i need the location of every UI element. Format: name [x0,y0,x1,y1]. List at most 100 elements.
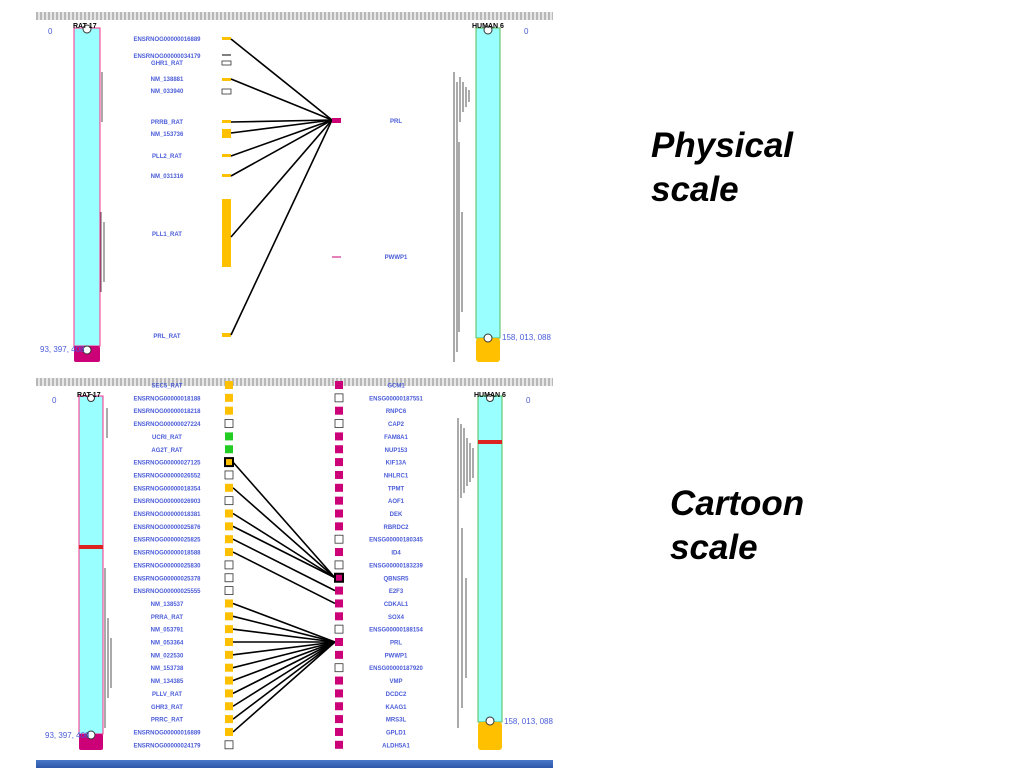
human-gene-box[interactable] [334,534,344,544]
rat-gene-box[interactable] [222,333,231,337]
rat-gene-box[interactable] [222,174,231,177]
caption-line: Cartoon [670,484,805,523]
rat-gene-box[interactable] [224,560,234,570]
rat-gene-box[interactable] [221,88,232,95]
rat-gene-box[interactable] [224,586,234,596]
human-gene-box[interactable] [335,715,343,724]
human-gene-box[interactable] [334,393,344,403]
human-gene-label: TPMT [388,486,405,492]
caption-line: Physical [651,126,794,165]
rat-gene-box[interactable] [225,650,233,659]
human-gene-label: KAAG1 [385,705,407,711]
human-gene-box[interactable] [335,689,343,698]
rat-gene-label: PRRB_RAT [151,120,184,126]
rat-position-marker[interactable] [79,545,103,549]
rat-gene-label: ENSRNOG00000027125 [133,461,201,467]
human-gene-box[interactable] [334,663,344,673]
rat-gene-label: PLL1_RAT [152,232,182,238]
rat-gene-box[interactable] [222,78,231,81]
rat-gene-box[interactable] [224,470,234,480]
rat-end-coordinate: 93, 397, 408 [45,731,90,740]
rat-chromosome[interactable] [73,24,101,362]
rat-gene-box[interactable] [222,120,231,123]
human-gene-box[interactable] [335,727,343,736]
rat-gene-box[interactable] [222,129,231,138]
orthology-link [232,641,336,669]
human-gene-box[interactable] [334,419,344,428]
rat-gene-box[interactable] [225,638,233,646]
rat-gene-box[interactable] [224,457,234,468]
rat-gene-box[interactable] [224,496,234,506]
human-gene-label: ENSG00000187920 [369,666,423,672]
rat-start-coordinate: 0 [48,27,53,36]
rat-gene-box[interactable] [225,522,233,531]
rat-gene-box[interactable] [225,715,233,724]
human-gene-box[interactable] [335,638,343,646]
rat-gene-box[interactable] [225,445,233,454]
rat-gene-box[interactable] [225,432,233,441]
human-gene-box[interactable] [335,381,343,389]
rat-gene-box[interactable] [225,393,233,402]
panel-bottom-scrollbar[interactable] [36,760,553,768]
rat-gene-box[interactable] [224,419,234,428]
human-position-marker[interactable] [478,440,502,444]
human-gene-box[interactable] [335,599,343,608]
human-gene-box[interactable] [334,560,344,570]
human-chromosome[interactable] [475,25,501,362]
rat-gene-label: ENSRNOG00000026552 [133,473,201,479]
rat-gene-label: ENSRNOG00000025876 [133,525,201,531]
human-gene-label: PRL [390,641,402,647]
human-gene-box[interactable] [334,624,344,634]
rat-gene-box[interactable] [225,483,233,492]
rat-gene-box[interactable] [221,60,232,66]
human-gene-box[interactable] [335,509,343,518]
rat-gene-box[interactable] [225,381,233,389]
human-gene-box[interactable] [335,650,343,659]
rat-gene-label: ENSRNOG00000016889 [133,730,201,736]
rat-chromosome-label: RAT 17 [73,23,97,30]
rat-gene-box[interactable] [225,612,233,621]
human-gene-box[interactable] [335,586,343,595]
rat-chromosome[interactable] [78,394,104,751]
rat-gene-box[interactable] [222,37,231,40]
rat-gene-box[interactable] [225,406,233,415]
human-gene-box[interactable] [335,522,343,531]
human-gene-label: RNPC6 [386,409,407,415]
cartoon-synteny-diagram: RAT 17 0 93, 397, 408 HUMAN 6 0 158, 013… [45,381,553,751]
human-gene-box[interactable] [332,118,341,123]
rat-gene-box[interactable] [225,663,233,672]
rat-gene-box[interactable] [222,154,231,157]
rat-gene-box[interactable] [225,702,233,711]
human-gene-box[interactable] [335,406,343,415]
rat-gene-box[interactable] [225,676,233,685]
orthology-links [230,38,333,336]
caption-line: scale [670,528,758,567]
human-gene-box[interactable] [335,740,343,749]
rat-gene-box[interactable] [225,599,233,608]
human-gene-box[interactable] [335,548,343,557]
human-gene-box[interactable] [335,470,343,479]
orthology-links [232,461,336,733]
human-gene-box[interactable] [335,483,343,492]
human-gene-box[interactable] [335,458,343,467]
rat-gene-box[interactable] [224,573,234,583]
human-gene-box[interactable] [335,445,343,454]
rat-gene-box[interactable] [225,689,233,698]
rat-gene-box[interactable] [225,727,233,736]
rat-gene-box[interactable] [224,740,234,750]
human-gene-box[interactable] [335,496,343,505]
rat-gene-box[interactable] [225,548,233,557]
rat-gene-box[interactable] [222,199,231,267]
human-gene-label: ENSG00000187551 [369,396,423,402]
human-gene-box[interactable] [335,612,343,621]
human-gene-box[interactable] [334,572,344,583]
human-gene-label: KIF13A [386,461,407,467]
human-gene-box[interactable] [335,676,343,685]
human-gene-box[interactable] [335,432,343,441]
rat-gene-box[interactable] [225,625,233,634]
human-gene-box[interactable] [335,702,343,711]
rat-gene-box[interactable] [225,509,233,518]
rat-gene-box[interactable] [225,535,233,544]
rat-gene-label: ENSRNOG00000018218 [133,409,201,415]
human-chromosome[interactable] [477,394,503,751]
